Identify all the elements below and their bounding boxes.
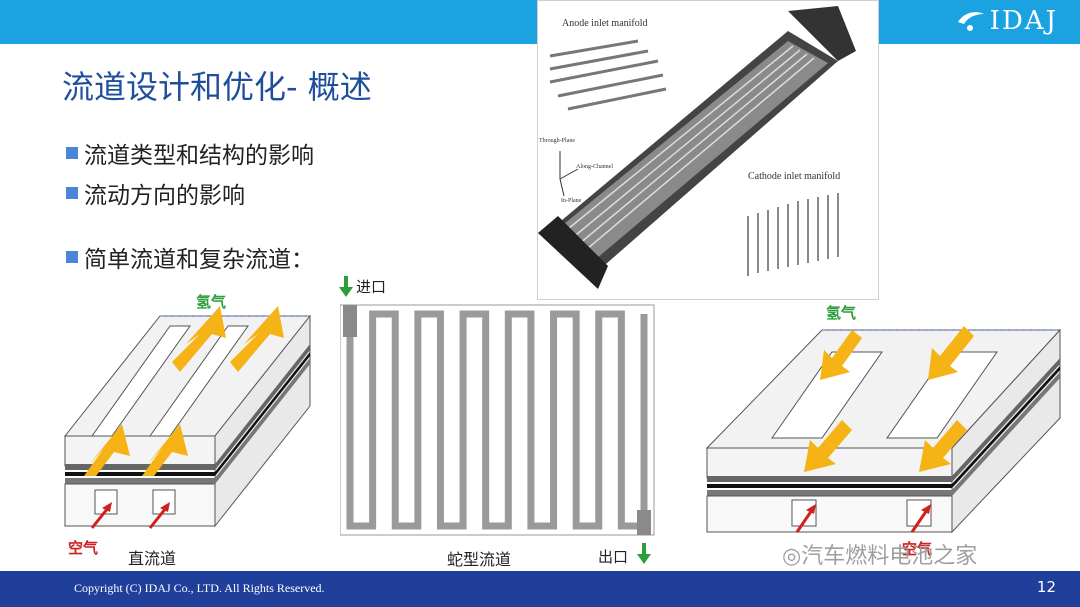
serpentine-channel-figure (340, 304, 655, 536)
logo-swoosh-icon (957, 12, 984, 31)
bullet-square-icon (66, 147, 78, 159)
footer-bar: Copyright (C) IDAJ Co., LTD. All Rights … (0, 571, 1080, 607)
bullet-square-icon (66, 187, 78, 199)
manifold-figure: Anode inlet manifold Cathode inlet manif… (537, 0, 879, 300)
slide-title: 流道设计和优化- 概述 (62, 68, 372, 106)
wechat-icon: ◎ (782, 544, 802, 569)
watermark: ◎汽车燃料电池之家 (782, 538, 977, 570)
logo-text: IDAJ (989, 6, 1058, 36)
straight-air-label: 空气 (68, 539, 99, 557)
axis-in-label: In-Plane (561, 198, 582, 204)
bullet-square-icon (66, 251, 78, 263)
bullet-2: 流动方向的影响 (66, 176, 245, 210)
inlet-arrow-icon (339, 276, 353, 297)
copyright-text: Copyright (C) IDAJ Co., LTD. All Rights … (74, 581, 325, 595)
bullet-1-text: 流道类型和结构的影响 (84, 143, 314, 169)
manifold-drawing (538, 6, 856, 289)
bullet-3-text: 简单流道和复杂流道： (84, 247, 314, 273)
interdigitated-channel-figure (705, 326, 1062, 534)
axis-along-label: Along-Channel (576, 164, 613, 170)
serpentine-caption: 蛇型流道 (447, 550, 512, 569)
bullet-3: 简单流道和复杂流道： (66, 240, 314, 274)
page-number: 12 (1036, 578, 1056, 596)
interdigitated-air-label: 空气 (902, 540, 933, 558)
cathode-label: Cathode inlet manifold (748, 171, 841, 182)
straight-channel-figure (63, 306, 312, 529)
serpentine-outlet-label: 出口 (598, 548, 629, 566)
straight-hydrogen-label: 氢气 (196, 293, 227, 311)
axis-through-label: Through-Plane (539, 138, 575, 144)
bullet-1: 流道类型和结构的影响 (66, 136, 314, 170)
idaj-logo: IDAJ (956, 6, 1058, 36)
bullet-2-text: 流动方向的影响 (84, 183, 245, 209)
interdigitated-hydrogen-label: 氢气 (826, 304, 857, 322)
serpentine-inlet-label: 进口 (356, 278, 387, 296)
anode-label: Anode inlet manifold (562, 18, 648, 29)
straight-caption: 直流道 (128, 549, 177, 568)
watermark-text: 汽车燃料电池之家 (801, 544, 978, 569)
outlet-arrow-icon (637, 543, 651, 564)
